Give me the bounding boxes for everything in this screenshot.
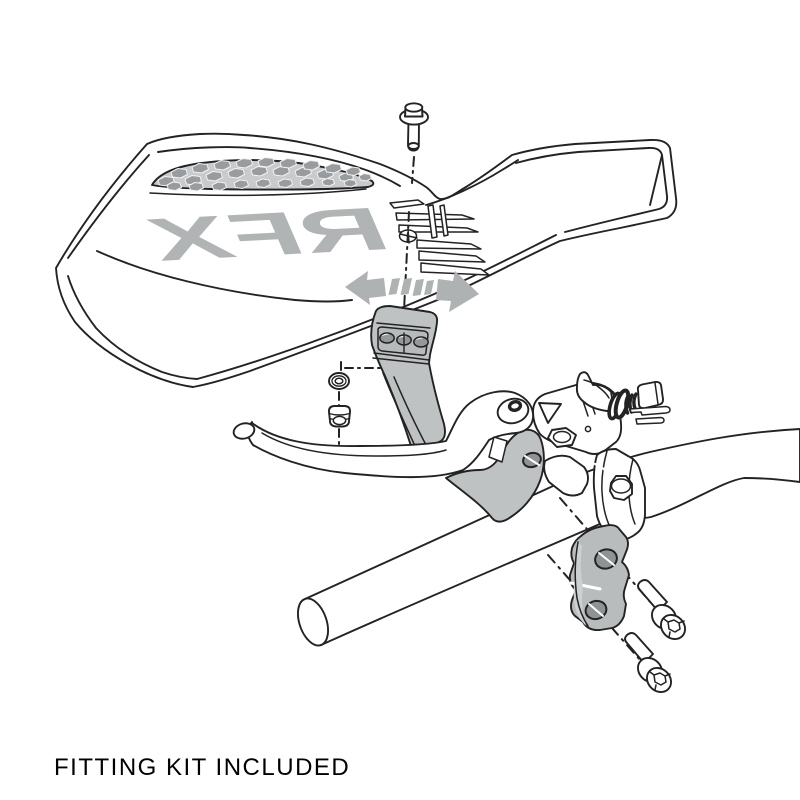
svg-text:RFX: RFX [145,194,388,275]
